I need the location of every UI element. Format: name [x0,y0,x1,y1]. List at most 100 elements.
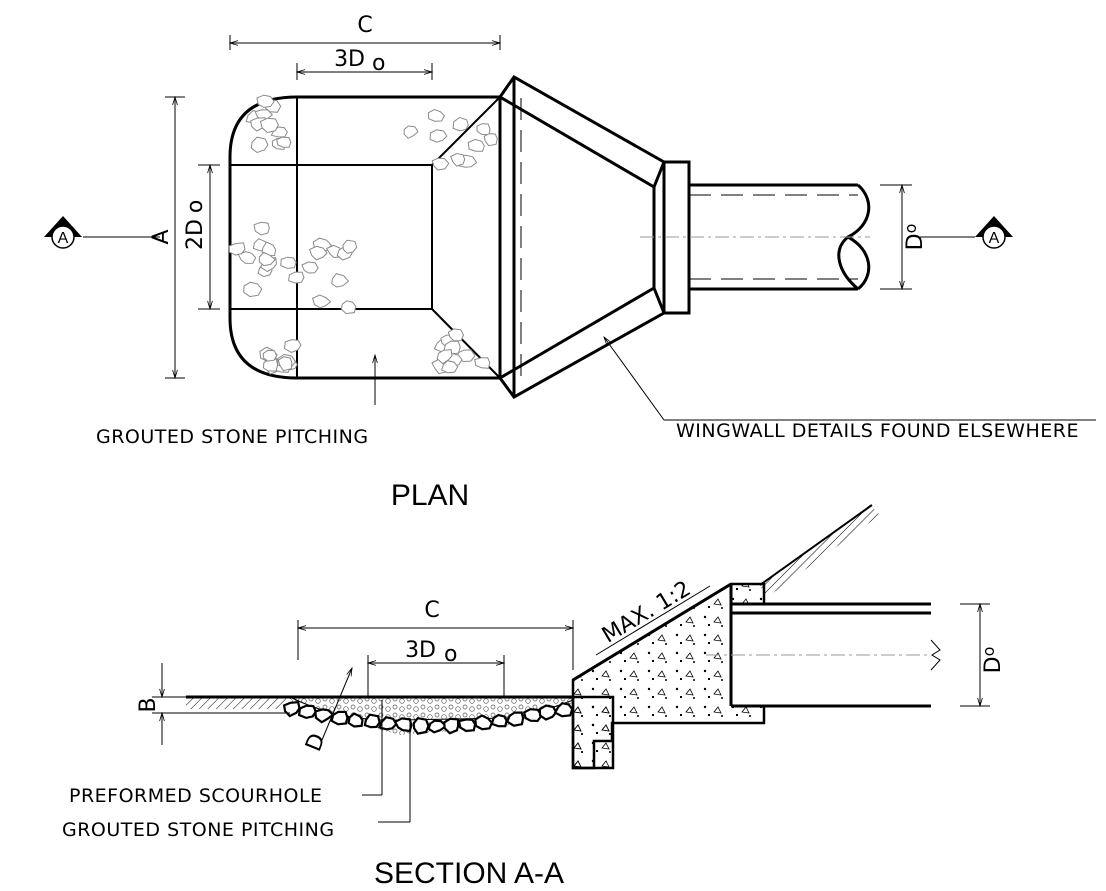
svg-text:Do: Do [979,647,1006,674]
svg-text:o: o [444,642,457,667]
section-view: C 3D o B D Do MAX. 1:2 [62,504,1006,890]
stone-shape [297,704,318,720]
stone-shape [403,125,419,139]
stone-shape [474,714,494,731]
stone-shape [243,281,263,298]
section-dim-do: Do [960,604,1006,706]
svg-text:2Do: 2D o [183,200,208,250]
section-dim-do-sub: o [979,647,998,657]
wingwall [497,75,691,399]
section-label-scourhole: PREFORMED SCOURHOLE [69,785,323,807]
plan-label-grouted: GROUTED STONE PITCHING [96,426,369,448]
stone-shape [476,123,491,136]
stone-shape [393,717,413,733]
stone-shape [427,719,448,734]
stone-shape [340,300,357,315]
stone-shape [377,715,398,731]
stone-shape [483,133,498,147]
stone-shape [253,221,270,236]
svg-text:Do: Do [901,224,928,251]
svg-text:3D: 3D [334,47,365,72]
section-marker-left: A [44,216,160,249]
plan-dim-3do: 3D o [297,47,432,80]
stone-shape [237,251,257,264]
stone-shape [262,349,278,362]
stone-shape [443,717,460,735]
stone-shape [308,245,328,261]
stone-shape [282,701,301,718]
section-dim-do-label: D [981,656,1006,673]
plan-label-wingwall: WINGWALL DETAILS FOUND ELSEWHERE [676,420,1079,442]
plan-dim-do-label: D [903,233,928,250]
stone-shape [363,713,381,729]
stone-shape [505,711,525,727]
basin-outline [228,95,502,380]
stone-shape [256,94,275,108]
section-label-grouted: GROUTED STONE PITCHING [62,819,335,841]
section-dim-3do: 3D o [368,638,504,697]
stone-shape [452,116,469,132]
plan-dim-a-label: A [149,229,174,244]
stone-shape [429,129,448,143]
plan-dim-3do-label: 3D [334,47,365,72]
section-dim-d-label: D [301,730,331,755]
stone-shape [276,136,292,148]
stone-shape [261,241,277,257]
stone-shape [431,157,450,171]
plan-dim-3do-sub: o [372,51,385,76]
plan-dim-c: C [230,13,500,50]
stone-shape [311,294,332,309]
plan-dim-do: Do [880,185,928,289]
stone-shape [457,718,477,733]
stone-shape [288,271,305,284]
section-marker-right: A [920,216,1013,249]
section-dim-3do-label: 3D [405,638,436,663]
section-dim-c: C [298,598,573,670]
section-title: SECTION A-A [374,857,564,890]
plan-dim-2do-sub: o [183,200,208,213]
stone-shape [412,717,430,735]
stone-shape [440,360,459,374]
plan-dim-2do-label: 2D [183,219,208,250]
svg-text:3D: 3D [405,638,436,663]
pipe-section [706,602,941,708]
plan-view: C 3D o A 2D o Do [44,13,1096,512]
stone-shape [259,117,279,134]
stone-shape [301,261,319,274]
stone-shape [277,356,293,372]
stone-shape [342,239,358,254]
stone-shape [447,328,465,342]
stone-shape [347,712,364,728]
stone-shape [474,357,491,369]
section-dim-c-label: C [424,598,439,623]
plan-dim-do-sub: o [901,224,920,234]
plan-stones [228,94,498,375]
stone-shape [553,702,574,718]
stone-shape [228,242,246,256]
stone-shape [522,708,544,723]
section-dim-b-label: B [136,697,161,712]
stone-shape [490,713,508,728]
stone-shape [314,708,335,724]
stone-shape [427,108,446,122]
stone-shape [331,273,350,288]
plan-dim-a: A [149,97,185,378]
plan-title: PLAN [391,479,469,512]
section-marker-left-label: A [58,230,69,247]
stone-shape [330,710,349,726]
stone-shape [250,136,269,154]
stone-shape [436,349,453,365]
plan-dim-2do: 2D o [183,165,220,309]
plan-dim-c-label: C [357,13,372,38]
stone-shape [258,251,276,267]
stone-shape [538,704,558,721]
section-dim-b: B [136,663,290,745]
stone-shape [283,339,302,353]
svg-text:o: o [372,51,385,76]
stone-shape [280,256,297,269]
section-dim-3do-sub: o [444,642,457,667]
stone-shape [467,138,485,152]
pipe-plan [640,183,871,291]
section-marker-right-label: A [989,230,1000,247]
